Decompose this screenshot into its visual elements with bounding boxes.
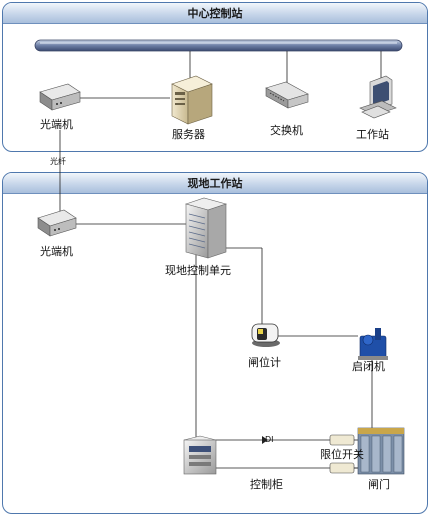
gate-meter-label: 闸位计 — [248, 356, 281, 369]
control-cabinet-label: 控制柜 — [250, 478, 283, 491]
workstation-label: 工作站 — [356, 128, 389, 141]
server-icon — [171, 75, 213, 125]
switch-icon — [265, 81, 309, 109]
field-links — [75, 223, 373, 469]
server-label: 服务器 — [172, 128, 205, 141]
center-links — [59, 51, 382, 152]
gate-position-meter-icon — [251, 323, 280, 347]
network-bus — [34, 39, 403, 52]
di-marker — [262, 436, 268, 444]
limit-switch-icon — [329, 434, 358, 474]
hoist-label: 启闭机 — [352, 360, 385, 373]
central-control-station-title: 中心控制站 — [3, 3, 427, 24]
center-optical-transceiver-label: 光端机 — [40, 118, 73, 131]
fiber-label: 光纤 — [50, 157, 66, 166]
di-label: DI — [265, 435, 274, 444]
field-workstation-title: 现地工作站 — [3, 173, 427, 194]
limit-switch-label: 限位开关 — [320, 448, 364, 461]
control-cabinet-icon — [183, 435, 217, 475]
field-optical-transceiver-icon — [37, 209, 77, 237]
workstation-icon — [359, 75, 397, 119]
hoist-icon — [358, 328, 388, 360]
gate-label: 闸门 — [368, 478, 390, 491]
gate-icon — [357, 427, 405, 475]
optical-transceiver-icon — [39, 83, 81, 111]
central-control-station-panel: 中心控制站 — [2, 2, 428, 152]
lcu-label: 现地控制单元 — [165, 264, 231, 277]
switch-label: 交换机 — [270, 124, 303, 137]
field-optical-transceiver-label: 光端机 — [40, 245, 73, 258]
lcu-cabinet-icon — [184, 197, 228, 259]
